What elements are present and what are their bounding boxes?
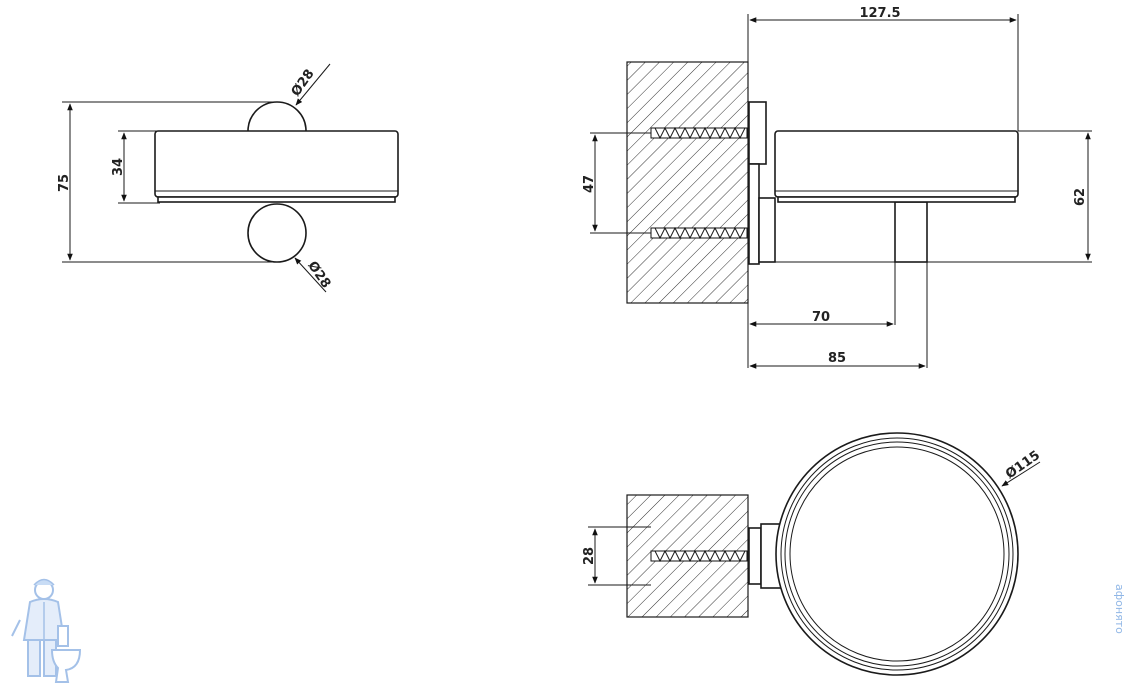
- wall-section-side: [626, 61, 749, 304]
- watermark-text: афонято: [1113, 584, 1126, 634]
- dim-75-label: 75: [57, 174, 72, 192]
- screw-top-view: [650, 549, 748, 563]
- dim-28-label: 28: [582, 547, 597, 565]
- dim-85-label: 85: [828, 351, 846, 366]
- holder-ring-outer: [775, 432, 1019, 676]
- screw-upper: [650, 126, 748, 140]
- dim-34-label: 34: [111, 158, 126, 176]
- dim-127-5-label: 127.5: [859, 6, 900, 21]
- side-view: 127.5 47 62 70 85: [582, 6, 1092, 369]
- dish-body-side: [774, 130, 1019, 198]
- dim-62-label: 62: [1073, 188, 1088, 206]
- dim-dia28-top-label: Ø28: [289, 67, 318, 99]
- dish-body-front: [154, 130, 399, 198]
- dim-dia115-label: Ø115: [1003, 448, 1043, 482]
- plumber-logo: [11, 578, 82, 683]
- screw-lower: [650, 226, 748, 240]
- front-view: 75 34 Ø28 Ø28: [57, 63, 399, 293]
- dim-47-label: 47: [582, 175, 597, 193]
- top-view: 28 Ø115: [582, 432, 1043, 676]
- dim-70-label: 70: [812, 310, 830, 325]
- bottom-knob-shape: [247, 203, 307, 263]
- dim-dia28-bottom-label: Ø28: [304, 259, 333, 291]
